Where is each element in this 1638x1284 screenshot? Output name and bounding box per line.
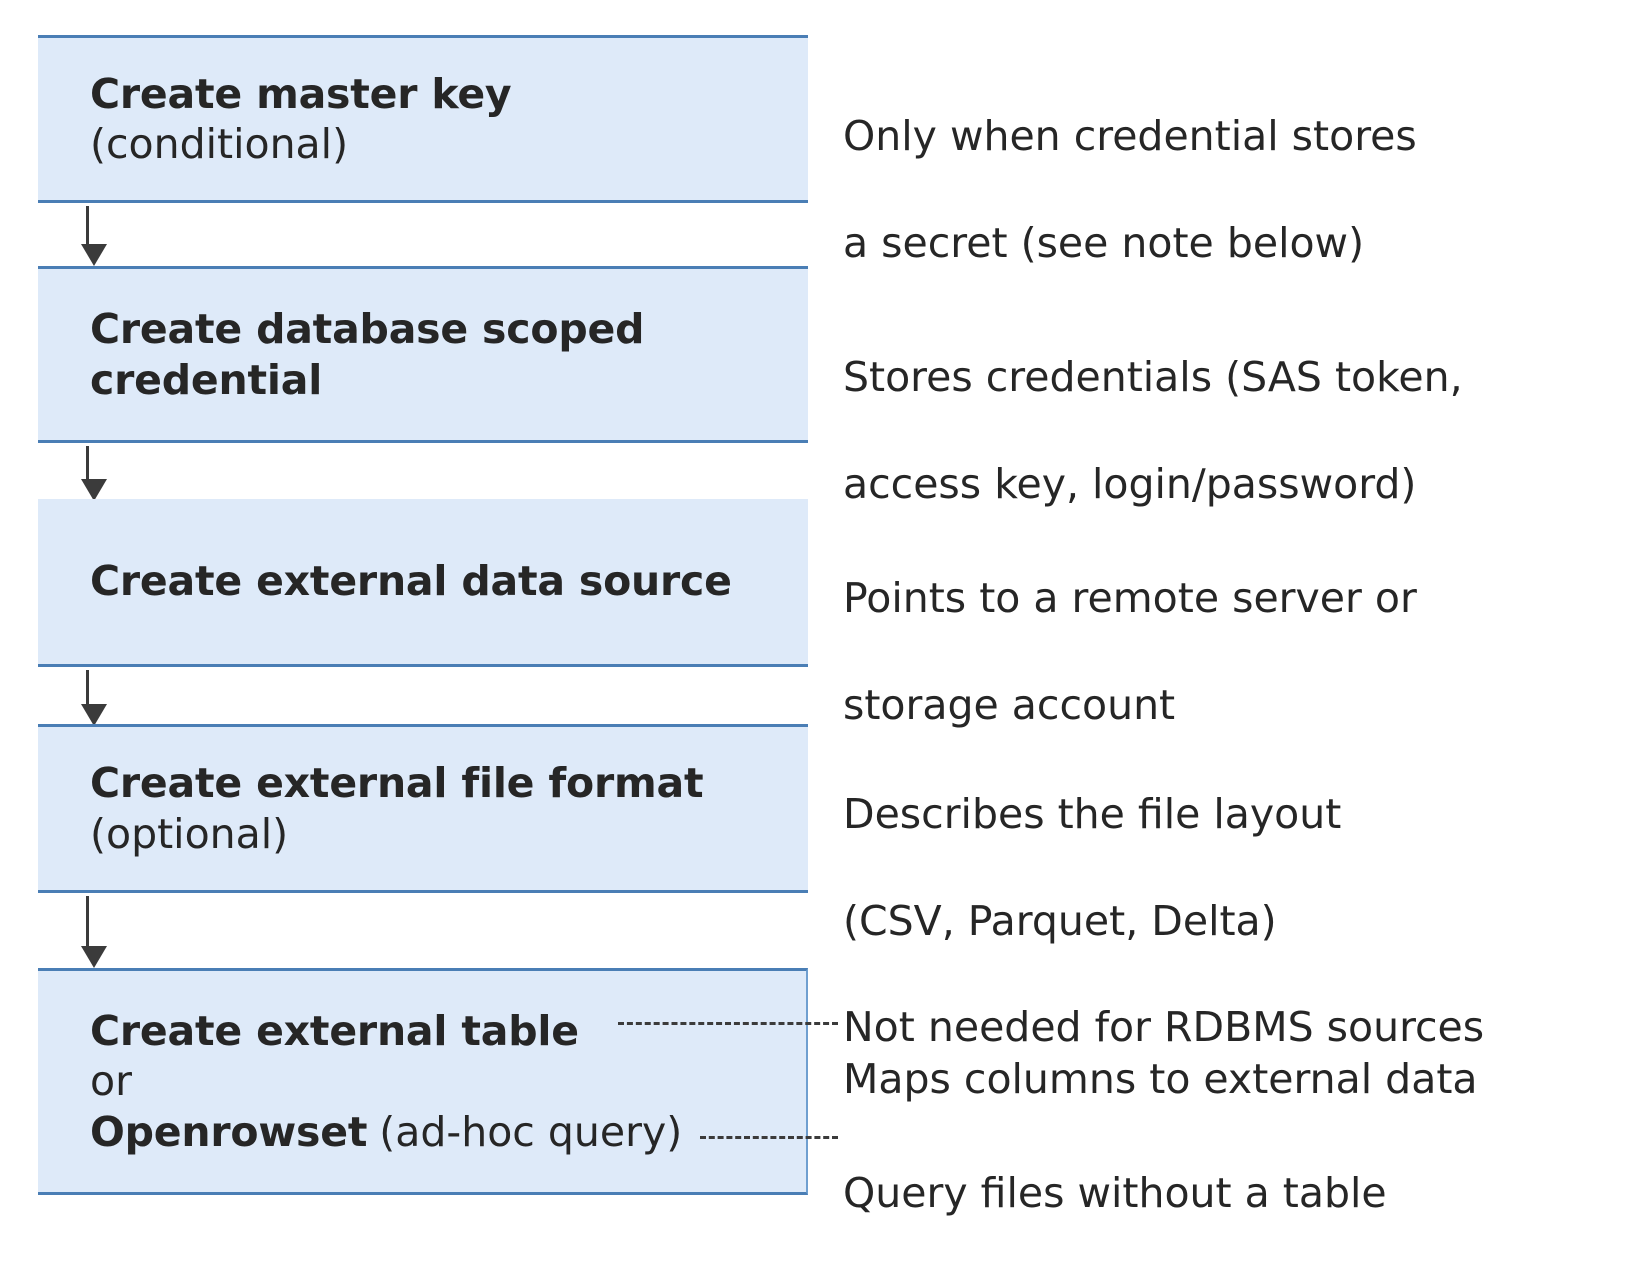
step-title-line2-row: Openrowset (ad-hoc query) — [90, 1107, 792, 1157]
flow-box-create-database-scoped-credential: Create database scoped credential — [38, 266, 808, 443]
note-create-database-scoped-credential: Stores credentials (SAS token, access ke… — [843, 298, 1463, 564]
flow-box-create-external-file-format: Create external file format (optional) — [38, 724, 808, 893]
note-line: a secret (see note below) — [843, 218, 1365, 267]
flow-box-create-master-key: Create master key (conditional) — [38, 35, 808, 203]
flow-box-create-external-data-source: Create external data source — [38, 499, 808, 667]
step-subtitle: (optional) — [90, 809, 289, 858]
flow-box-content: Create database scoped credential — [38, 304, 808, 404]
step-title: Create external file format — [90, 759, 704, 808]
step-title-line2: Openrowset — [90, 1107, 368, 1156]
note-line: access key, login/password) — [843, 459, 1417, 508]
note-create-external-table: Maps columns to external data — [843, 1000, 1478, 1160]
step-connector-word: or — [90, 1057, 132, 1106]
note-line: Not needed for RDBMS sources — [843, 1003, 1485, 1052]
note-openrowset: Query files without a table — [843, 1114, 1387, 1274]
note-line: Points to a remote server or — [843, 574, 1417, 623]
note-create-external-file-format: Describes the file layout (CSV, Parquet,… — [843, 735, 1484, 1108]
step-title: Create external data source — [90, 557, 732, 606]
step-subtitle: (conditional) — [90, 120, 349, 168]
note-create-external-data-source: Points to a remote server or storage acc… — [843, 519, 1417, 785]
note-line: Stores credentials (SAS token, — [843, 353, 1463, 402]
dashed-leader-line-openrowset — [700, 1136, 838, 1139]
note-line: Query files without a table — [843, 1169, 1387, 1218]
step-title-line2: credential — [90, 355, 323, 404]
note-line: storage account — [843, 680, 1176, 729]
dashed-leader-line-external-table — [618, 1022, 838, 1025]
flow-box-create-external-table-or-openrowset: Create external table or Openrowset (ad-… — [38, 968, 808, 1195]
flow-box-content: Create external file format (optional) — [38, 758, 808, 858]
note-line: Maps columns to external data — [843, 1055, 1478, 1104]
flow-box-content: Create master key (conditional) — [38, 69, 808, 169]
step-title-line2-suffix: (ad-hoc query) — [379, 1107, 683, 1156]
note-line: Only when credential stores — [843, 112, 1417, 161]
note-create-master-key: Only when credential stores a secret (se… — [843, 57, 1417, 323]
flow-box-content: Create external data source — [38, 556, 808, 606]
step-title: Create external table — [90, 1007, 579, 1056]
flow-box-content: Create external table or Openrowset (ad-… — [38, 1006, 806, 1156]
step-title: Create master key — [90, 69, 512, 118]
note-line: Describes the file layout — [843, 790, 1342, 839]
note-line: (CSV, Parquet, Delta) — [843, 896, 1277, 945]
step-title: Create database scoped — [90, 305, 645, 354]
